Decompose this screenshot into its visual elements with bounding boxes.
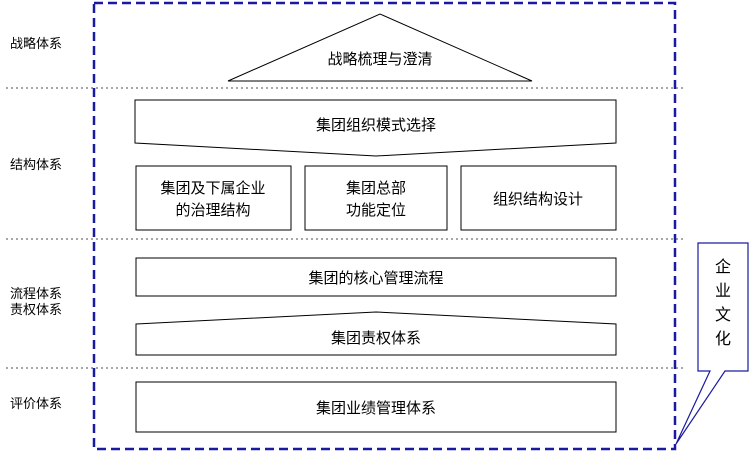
responsibility-label: 集团责权体系 (331, 329, 421, 347)
row-label-strategy: 战略体系 (10, 37, 63, 52)
org-design-label: 组织结构设计 (493, 190, 583, 208)
performance-label: 集团业绩管理体系 (316, 399, 436, 417)
org-model-box (134, 99, 617, 157)
culture-char-2: 业 (715, 281, 731, 300)
row-label-process: 流程体系 (10, 287, 63, 302)
culture-callout (675, 242, 749, 445)
governance-box (135, 165, 292, 231)
governance-label-line2: 的治理结构 (175, 201, 250, 219)
culture-char-1: 企 (715, 257, 731, 276)
row-label-responsibility: 责权体系 (10, 303, 63, 318)
row-label-evaluation: 评价体系 (10, 397, 63, 412)
org-design-box (460, 165, 617, 231)
org-model-label: 集团组织模式选择 (316, 116, 436, 134)
hq-function-label-line1: 集团总部 (346, 179, 406, 197)
row-label-structure: 结构体系 (10, 158, 63, 173)
governance-label-line1: 集团及下属企业 (160, 179, 265, 197)
core-process-box (135, 257, 617, 297)
strategy-triangle-label: 战略梳理与澄清 (327, 50, 432, 68)
strategy-triangle (227, 13, 533, 82)
culture-char-4: 化 (715, 329, 731, 348)
dashed-frame (92, 1, 677, 451)
hq-function-box (304, 165, 448, 231)
responsibility-box (135, 311, 617, 356)
hq-function-label-line2: 功能定位 (346, 201, 406, 219)
performance-box (135, 381, 617, 433)
culture-char-3: 文 (715, 305, 731, 324)
core-process-label: 集团的核心管理流程 (308, 269, 443, 287)
